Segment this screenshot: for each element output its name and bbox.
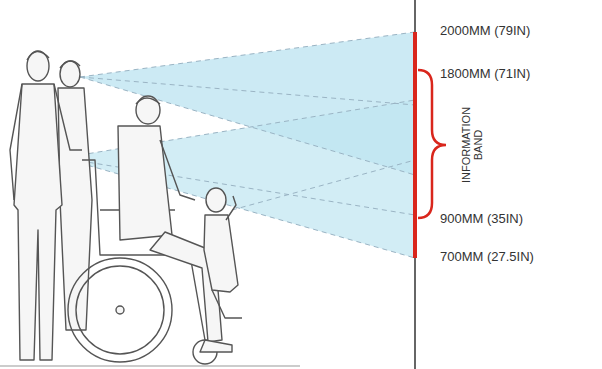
height-label: 1800MM (71IN): [440, 66, 530, 81]
height-label: 900MM (35IN): [440, 211, 523, 226]
sight-lines: [62, 32, 415, 258]
band-bracket: [418, 70, 446, 218]
height-label: 700MM (27.5IN): [440, 249, 534, 264]
height-label: 2000MM (79IN): [440, 23, 530, 38]
band-label: INFORMATION BAND: [460, 105, 484, 185]
floor-line: [0, 366, 300, 367]
people-figures: [10, 51, 242, 364]
wall-line: [414, 0, 416, 369]
information-zone-line: [413, 32, 417, 258]
